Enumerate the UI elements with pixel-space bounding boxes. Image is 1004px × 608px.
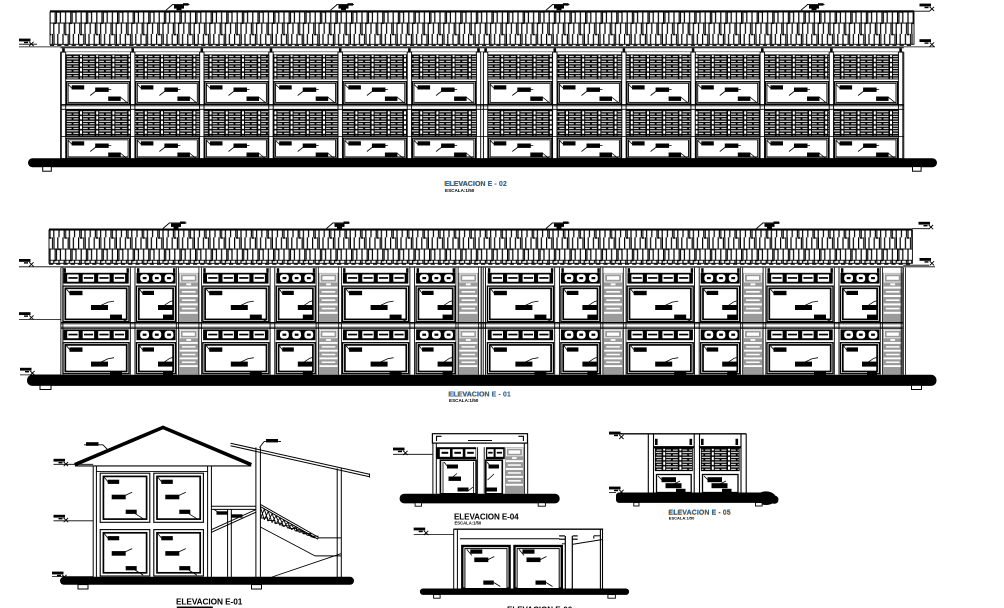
svg-text:ELEVACION E - 05: ELEVACION E - 05 xyxy=(669,510,731,517)
svg-text:ELEVACION E - 01: ELEVACION E - 01 xyxy=(448,392,511,399)
svg-text:ESCALA:1/50: ESCALA:1/50 xyxy=(445,188,475,193)
svg-text:ELEVACION E-01: ELEVACION E-01 xyxy=(176,597,243,607)
svg-text:ESCALA:1/50: ESCALA:1/50 xyxy=(449,398,479,403)
svg-text:ELEVACION E - 01: ELEVACION E - 01 xyxy=(449,391,511,398)
svg-text:ELEVACION E-06: ELEVACION E-06 xyxy=(507,606,573,608)
svg-text:ESCALA:1/50: ESCALA:1/50 xyxy=(455,520,482,525)
svg-text:ELEVACION E - 05: ELEVACION E - 05 xyxy=(668,510,731,517)
svg-text:ESCALA:1/50: ESCALA:1/50 xyxy=(669,516,695,521)
svg-text:ELEVACION E - 02: ELEVACION E - 02 xyxy=(444,181,507,188)
svg-text:ELEVACION E - 02: ELEVACION E - 02 xyxy=(445,181,507,188)
svg-text:ELEVACION E-04: ELEVACION E-04 xyxy=(454,512,519,521)
